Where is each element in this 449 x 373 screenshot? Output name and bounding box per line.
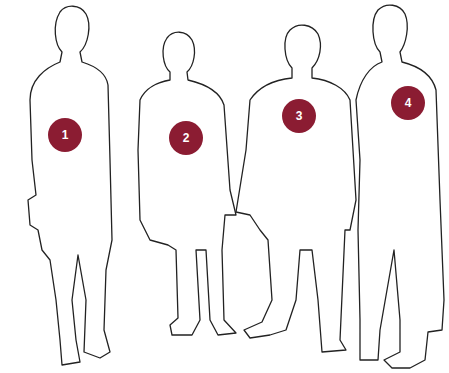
callout-number: 4 — [405, 97, 412, 109]
callout-circle: 2 — [169, 121, 203, 155]
callout-number: 2 — [183, 132, 190, 144]
person-silhouette — [138, 32, 236, 335]
person-silhouette — [236, 25, 356, 352]
callout-circle: 4 — [391, 86, 425, 120]
person-silhouette — [356, 5, 444, 368]
person-silhouette — [28, 6, 112, 365]
callout-number: 3 — [296, 110, 303, 122]
callout-circle: 3 — [282, 99, 316, 133]
callout-circle: 1 — [48, 118, 82, 152]
callout-number: 1 — [62, 129, 69, 141]
